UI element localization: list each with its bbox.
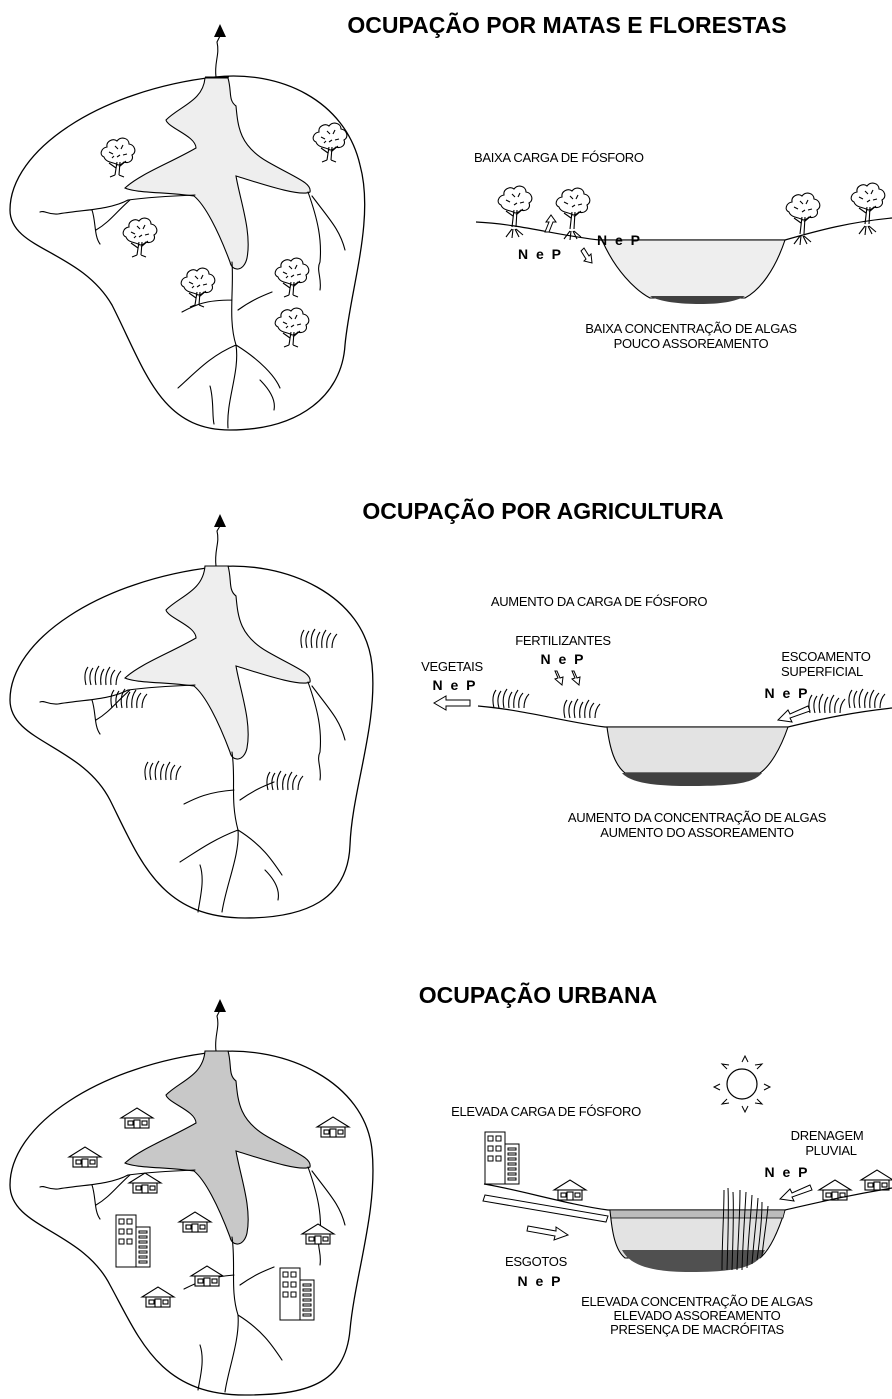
sewage-np: N e P (517, 1273, 562, 1289)
ground-line (475, 217, 892, 241)
agriculture-result-line-2: AUMENTO DO ASSOREAMENTO (600, 825, 794, 840)
forest-np-label-2: N e P (518, 246, 563, 262)
forest-result-line-2: POUCO ASSOREAMENTO (614, 336, 769, 351)
nutrient-arrow-icon (580, 247, 593, 264)
sewage-pipe (482, 1194, 609, 1223)
panel-agriculture: OCUPAÇÃO POR AGRICULTURA AUMENTO DA CARG… (9, 497, 892, 919)
grass-icon (563, 698, 601, 719)
forest-lake (601, 239, 786, 299)
agriculture-lake (606, 726, 789, 774)
urban-reservoir (124, 1050, 311, 1245)
nutrient-arrow-icon (544, 214, 557, 233)
runoff-np: N e P (764, 685, 809, 701)
outlet-stream (215, 35, 221, 78)
watershed-boundary (9, 75, 366, 431)
drainage-np: N e P (764, 1164, 809, 1180)
outlet-stream (215, 525, 221, 567)
sediment-layer (622, 1250, 765, 1272)
tree-icon (497, 185, 533, 239)
nutrient-arrow-icon (571, 670, 581, 686)
forest-np-label-1: N e P (597, 232, 642, 248)
sun-icon (712, 1054, 772, 1114)
vegetation-label: VEGETAIS (421, 659, 483, 674)
algae-layer (609, 1209, 786, 1219)
urban-watershed-map (9, 999, 374, 1396)
watershed-boundary (9, 565, 374, 919)
outlet-arrow-icon (214, 514, 226, 527)
tree-icon (785, 192, 821, 246)
urban-result-line-3: PRESENÇA DE MACRÓFITAS (610, 1322, 784, 1337)
runoff-label-1: ESCOAMENTO (781, 649, 870, 664)
fertilizers-np: N e P (540, 651, 585, 667)
urban-cross-section: ELEVADA CARGA DE FÓSFORO DRENAGEM PLUVIA… (451, 1054, 892, 1337)
sewage-label: ESGOTOS (505, 1254, 568, 1269)
panel-forest-title: OCUPAÇÃO POR MATAS E FLORESTAS (347, 11, 786, 38)
tree-icon (555, 187, 591, 241)
drainage-label-2: PLUVIAL (805, 1143, 856, 1158)
outlet-arrow-icon (214, 24, 226, 37)
panel-forest: OCUPAÇÃO POR MATAS E FLORESTAS BAIXA CAR… (9, 11, 892, 431)
outlet-arrow-icon (214, 999, 226, 1012)
macrophytes (721, 1187, 769, 1271)
outlet-stream (215, 1009, 221, 1052)
urban-result-line-1: ELEVADA CONCENTRAÇÃO DE ALGAS (581, 1294, 813, 1309)
grass-icon (492, 688, 530, 709)
forest-load-label: BAIXA CARGA DE FÓSFORO (474, 150, 644, 165)
runoff-label-2: SUPERFICIAL (781, 664, 863, 679)
grass-icon (808, 693, 846, 714)
export-arrow-icon (433, 695, 471, 711)
ground-line (483, 1183, 892, 1211)
agriculture-result-line-1: AUMENTO DA CONCENTRAÇÃO DE ALGAS (568, 810, 827, 825)
vegetation-np: N e P (432, 677, 477, 693)
panel-urban-title: OCUPAÇÃO URBANA (419, 981, 658, 1008)
forest-tributaries (39, 191, 346, 429)
urban-result-line-2: ELEVADO ASSOREAMENTO (614, 1308, 781, 1323)
sediment-layer (650, 296, 745, 304)
forest-result-line-1: BAIXA CONCENTRAÇÃO DE ALGAS (585, 321, 797, 336)
agriculture-cross-section: AUMENTO DA CARGA DE FÓSFORO FERTILIZANTE… (421, 594, 892, 840)
fertilizers-label: FERTILIZANTES (515, 633, 611, 648)
urban-lake (609, 1209, 786, 1259)
panel-urban: OCUPAÇÃO URBANA ELEVADA CARGA DE (9, 981, 892, 1396)
ground-line (477, 705, 892, 728)
forest-reservoir (124, 77, 311, 270)
agriculture-load-label: AUMENTO DA CARGA DE FÓSFORO (491, 594, 707, 609)
agriculture-tributaries (39, 681, 346, 913)
sediment-layer (622, 773, 762, 786)
urban-load-label: ELEVADA CARGA DE FÓSFORO (451, 1104, 641, 1119)
agriculture-watershed-map (9, 514, 374, 919)
panel-agriculture-title: OCUPAÇÃO POR AGRICULTURA (362, 497, 723, 524)
forest-cross-section: BAIXA CARGA DE FÓSFORO N e P N e P BAIXA… (474, 150, 892, 351)
tree-icon (850, 182, 886, 236)
grass-icon (848, 688, 886, 709)
drainage-label-1: DRENAGEM (791, 1128, 864, 1143)
drainage-arrow-icon (778, 1184, 813, 1202)
agriculture-reservoir (124, 565, 311, 760)
house-icon (860, 1169, 892, 1191)
house-icon (553, 1179, 587, 1201)
nutrient-arrow-icon (554, 670, 564, 686)
sewage-arrow-icon (526, 1225, 570, 1241)
runoff-arrow-icon (776, 705, 811, 723)
building-icon (484, 1131, 520, 1185)
forest-watershed-map (9, 24, 366, 431)
